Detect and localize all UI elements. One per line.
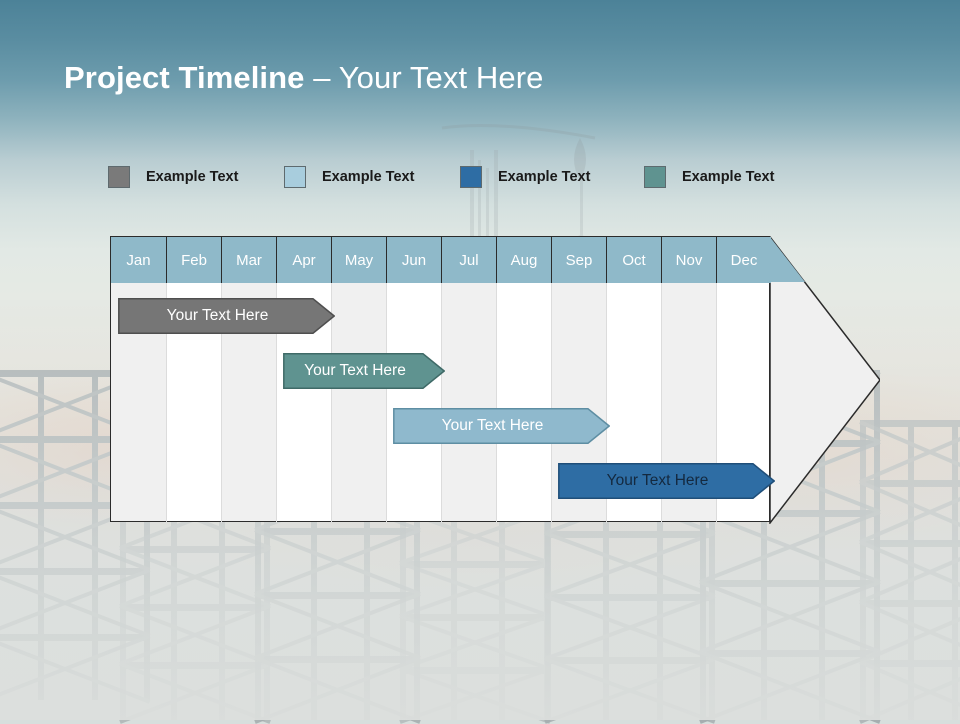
legend-label-1: Example Text bbox=[146, 169, 239, 185]
task-bar-4[interactable]: Your Text Here bbox=[558, 463, 775, 499]
legend-item-2: Example Text bbox=[284, 166, 414, 188]
timeline-gridline bbox=[606, 283, 607, 523]
task-bar-1-label: Your Text Here bbox=[166, 307, 269, 324]
timeline-arrow-tip bbox=[769, 236, 880, 524]
timeline-column-stripe bbox=[111, 237, 166, 521]
timeline-gridline bbox=[221, 283, 222, 523]
timeline-gridline bbox=[661, 283, 662, 523]
month-header-mar[interactable]: Mar bbox=[221, 237, 276, 283]
month-header-jul[interactable]: Jul bbox=[441, 237, 496, 283]
legend-label-4: Example Text bbox=[682, 169, 775, 185]
month-header-aug[interactable]: Aug bbox=[496, 237, 551, 283]
legend-label-3: Example Text bbox=[498, 169, 591, 185]
timeline-gridline bbox=[716, 283, 717, 523]
timeline-gridline bbox=[276, 283, 277, 523]
timeline-gridline bbox=[331, 283, 332, 523]
month-header-jan[interactable]: Jan bbox=[126, 251, 151, 269]
timeline-gridline bbox=[166, 283, 167, 523]
legend: Example Text Example Text Example Text Exam… bbox=[108, 166, 828, 196]
month-header-dec[interactable]: Dec bbox=[716, 237, 771, 283]
timeline-column-stripe bbox=[221, 237, 276, 521]
timeline-column-stripe bbox=[441, 237, 496, 521]
page-title: Project Timeline – Your Text Here bbox=[64, 60, 543, 96]
legend-dark-blue-swatch-icon bbox=[460, 166, 482, 188]
page-title-strong: Project Timeline bbox=[64, 60, 305, 95]
month-header-may[interactable]: May bbox=[331, 237, 386, 283]
task-bar-3-label: Your Text Here bbox=[441, 417, 544, 434]
task-bar-3-shape bbox=[393, 408, 610, 444]
task-bar-4-label: Your Text Here bbox=[606, 472, 709, 489]
month-header-feb[interactable]: Feb bbox=[166, 237, 221, 283]
month-header-apr[interactable]: Apr bbox=[276, 237, 331, 283]
task-bar-2-shape bbox=[283, 353, 445, 389]
task-bar-2[interactable]: Your Text Here bbox=[283, 353, 445, 389]
month-header-oct[interactable]: Oct bbox=[606, 237, 661, 283]
month-header-sep[interactable]: Sep bbox=[551, 237, 606, 283]
month-header-jun[interactable]: Jun bbox=[386, 237, 441, 283]
legend-item-3: Example Text bbox=[460, 166, 590, 188]
legend-item-1: Example Text bbox=[108, 166, 238, 188]
task-bar-3[interactable]: Your Text Here bbox=[393, 408, 610, 444]
legend-gray-swatch-icon bbox=[108, 166, 130, 188]
task-bar-1-shape bbox=[118, 298, 335, 334]
timeline-gridline bbox=[551, 283, 552, 523]
legend-teal-swatch-icon bbox=[644, 166, 666, 188]
legend-light-blue-swatch-icon bbox=[284, 166, 306, 188]
page-title-light: – Your Text Here bbox=[304, 60, 544, 95]
legend-item-4: Example Text bbox=[644, 166, 774, 188]
timeline-arrow-shape bbox=[769, 236, 880, 524]
timeline-gridline bbox=[386, 283, 387, 523]
timeline-arrow-tip-header bbox=[770, 237, 805, 282]
timeline-gridline bbox=[441, 283, 442, 523]
task-bar-2-label: Your Text Here bbox=[304, 362, 406, 379]
legend-label-2: Example Text bbox=[322, 169, 415, 185]
task-bar-1[interactable]: Your Text Here bbox=[118, 298, 335, 334]
task-bar-4-shape bbox=[558, 463, 775, 499]
month-header-nov[interactable]: Nov bbox=[661, 237, 716, 283]
timeline-gridline bbox=[496, 283, 497, 523]
